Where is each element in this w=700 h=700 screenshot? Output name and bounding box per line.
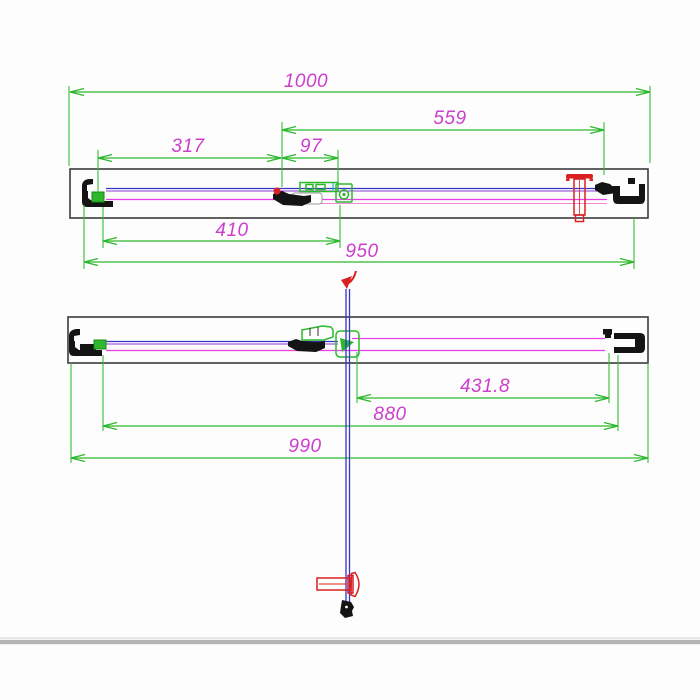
guide-block [340,600,354,618]
seal-block [91,191,105,203]
guide-plate-slot [305,183,314,191]
top-section-view [69,168,649,223]
pivot-dot [273,187,281,195]
knob-cap-foot [589,178,593,181]
door-bottom-guide [340,600,354,618]
door-handle [316,571,360,598]
bottom-glass-lines [106,337,605,352]
guide-plate [299,181,339,193]
page-divider [0,637,700,645]
bottom-rail-outline [67,316,649,364]
guide-plate-slot [315,183,326,191]
top-center-roller-assembly [273,181,353,206]
bottom-section-view [67,316,649,364]
bottom-view-dimensions: 431.8 880 990 [70,352,649,463]
clamp-wedge [340,338,354,352]
handle-shaft [316,577,351,591]
bracket-channel [614,333,645,353]
dimension-label: 880 [373,404,406,425]
dimension-label: 97 [300,136,323,157]
door-centerline [316,270,360,618]
bracket-nub [610,186,615,191]
bracket-bar [80,344,96,350]
roller-black [595,182,616,195]
pivot-clamp [335,330,360,358]
top-rail-outline [69,168,649,219]
swing-arrow-head [341,276,352,289]
bracket-channel [82,191,113,207]
bracket-tab [628,178,635,184]
divider-highlight [0,637,700,640]
dimension-label: 410 [215,220,248,241]
roller-black [273,191,311,206]
knob-tip [574,214,585,223]
guide-notch [345,605,348,609]
top-right-hardware [566,174,645,223]
seal-block [93,339,107,350]
bracket-hook [69,329,80,341]
roller-block [335,183,353,203]
dimension-label: 950 [345,241,378,262]
bracket-channel [69,341,102,356]
bracket-hook [82,179,93,191]
bottom-center-roller-assembly [288,325,360,358]
bottom-left-wall-bracket [69,329,107,356]
handle-flange [350,571,360,598]
wheel-circle [338,189,350,200]
bracket-channel [613,184,645,204]
bracket-cap [603,329,612,335]
knob-cap [566,174,593,179]
bracket-nub [605,334,611,338]
divider-line [0,640,700,645]
top-view-dimensions: 1000 559 317 97 410 950 [68,71,651,269]
dimension-label: 559 [433,108,466,129]
bottom-right-wall-bracket [603,329,645,353]
dimension-label: 431.8 [460,376,510,397]
dimension-label: 1000 [284,71,328,92]
dimension-label: 317 [171,136,205,157]
wheel-center [342,192,346,197]
top-glass-lines [106,187,607,205]
knob-cap-foot [566,178,570,181]
roller-black [288,339,325,352]
guide-plate [301,325,334,341]
swing-arrow-tail [348,270,357,284]
dimension-label: 990 [288,436,321,457]
